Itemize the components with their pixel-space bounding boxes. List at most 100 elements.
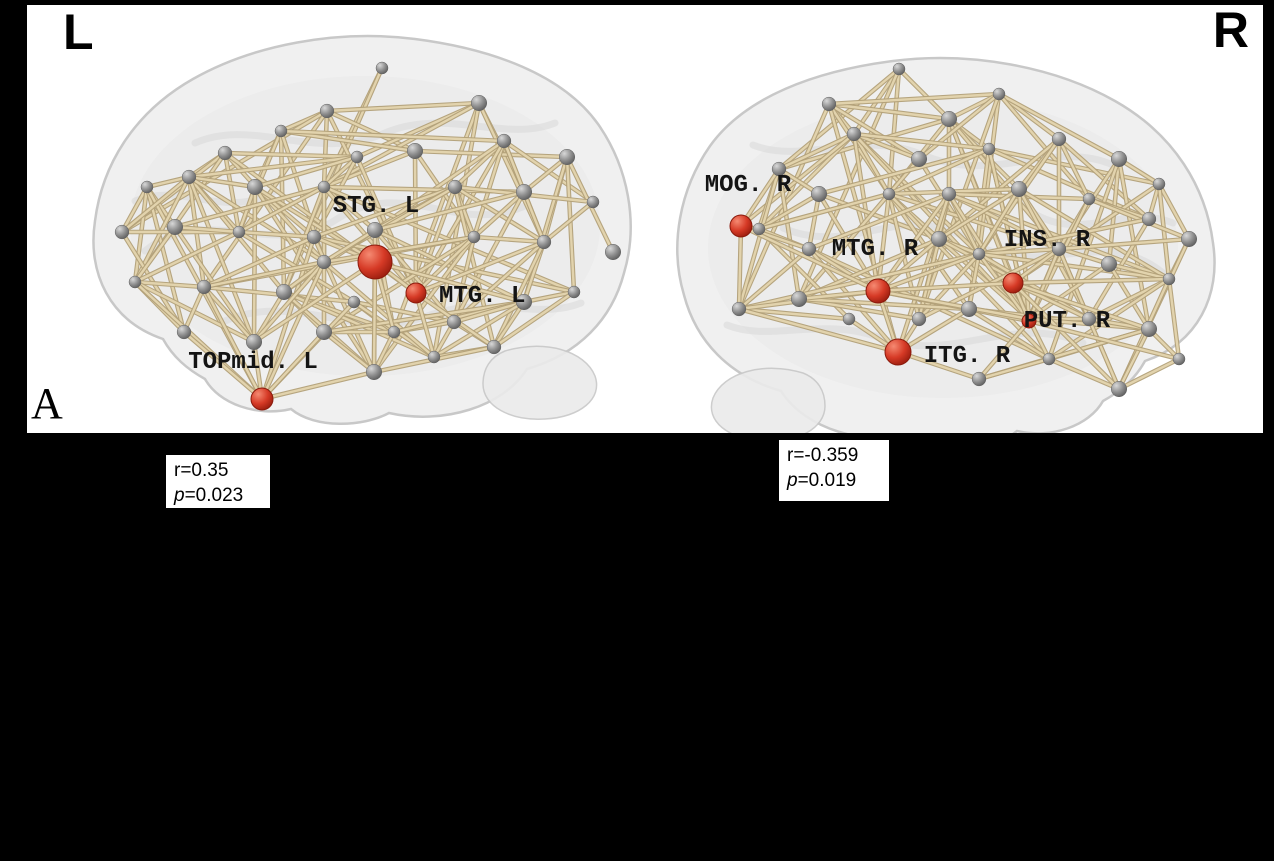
network-node [846,126,862,142]
network-node [752,222,766,236]
network-node [558,148,576,166]
network-node [140,180,154,194]
p-number-left: =0.023 [184,485,244,506]
network-node [771,161,787,177]
edge-highlight [202,285,256,344]
edge-highlight [372,260,377,374]
edge-highlight [322,228,377,264]
network-node [790,290,808,308]
edge-highlight [522,290,576,304]
network-node [1172,352,1186,366]
edge-highlight [1157,182,1191,241]
network-node [114,224,130,240]
region-node [865,278,891,304]
region-node [405,282,427,304]
region-label: TOPmid. L [188,349,318,376]
edge-highlight [887,192,1111,266]
right-hemisphere-label: R [1212,2,1249,58]
network-node [1082,192,1096,206]
edges-left [119,65,616,402]
edge-highlight [452,190,526,324]
network-node [467,230,481,244]
network-node [350,150,364,164]
edge-highlight [1087,217,1151,321]
edge-highlight [432,300,526,359]
edge-highlight [120,175,191,234]
edge-highlight [807,192,821,251]
network-node [406,142,424,160]
edge-highlight [852,132,991,151]
r-value-right: r=-0.359 [787,445,859,466]
edge-highlight [145,175,191,189]
edge-highlight [827,102,951,121]
edge-highlight [452,300,526,324]
edge-highlight [173,225,241,234]
edge-highlight [876,237,941,293]
network-node [1100,255,1118,273]
network-node [245,333,263,351]
edge-highlight [173,185,326,229]
edge-highlight [260,260,326,401]
edge-highlight [777,132,856,171]
network-node [1152,177,1166,191]
stat-box-right: r=-0.359 p=0.019 [779,440,889,501]
edge-highlight [1011,281,1151,331]
edge-highlight [253,155,359,189]
edge-highlight [827,92,1001,106]
edge-highlight [1027,319,1181,361]
region-label: ITG. R [924,343,1011,370]
network-node [1110,150,1128,168]
edge-highlight [852,132,891,196]
network-node [992,87,1006,101]
region-node [1021,313,1037,329]
network-node [1081,311,1097,327]
edge-highlight [887,147,991,196]
edge-highlight [182,330,264,401]
network-node [181,169,197,185]
network-node [536,234,552,250]
edge-highlight [133,230,241,284]
edge-highlight [897,67,951,121]
p-value-right: p=0.019 [787,468,879,493]
edge-highlight [1047,277,1171,361]
edge-highlight [322,235,476,264]
edge-highlight [1027,247,1061,323]
region-label: MTG. R [832,236,919,263]
edge-highlight [542,200,595,244]
edge-highlight [896,350,981,381]
network-node [319,103,335,119]
network-node [911,311,927,327]
edge-highlight [279,129,417,153]
network-node [882,187,896,201]
p-value-left: p=0.023 [174,483,260,508]
edge-highlight [373,190,526,232]
edge-highlight [237,230,316,239]
edge-highlight [967,307,1051,361]
network-node [496,133,512,149]
region-label: PUT. R [1024,308,1111,335]
network-node [1162,272,1176,286]
edge-highlight [737,307,851,321]
region-node [884,338,912,366]
network-node [1051,131,1067,147]
region-label: MTG. L [439,283,525,310]
network-node [275,283,293,301]
edge-highlight [977,252,1171,281]
edge-highlight [565,155,576,294]
edge-highlight [522,190,546,244]
network-node [246,178,264,196]
edge-highlight [737,224,743,311]
edge-highlight [1047,357,1121,391]
nodes-left [114,61,622,381]
edge-highlight [852,132,921,161]
edge-highlight [977,92,1001,256]
edge-highlight [252,260,377,344]
network-node [375,61,389,75]
edge-highlight [827,102,921,161]
p-number-right: =0.019 [797,470,857,491]
network-node [515,293,533,311]
network-node [347,295,361,309]
edge-highlight [322,185,418,295]
edge-highlight [187,175,257,189]
edge-highlight [757,192,821,231]
